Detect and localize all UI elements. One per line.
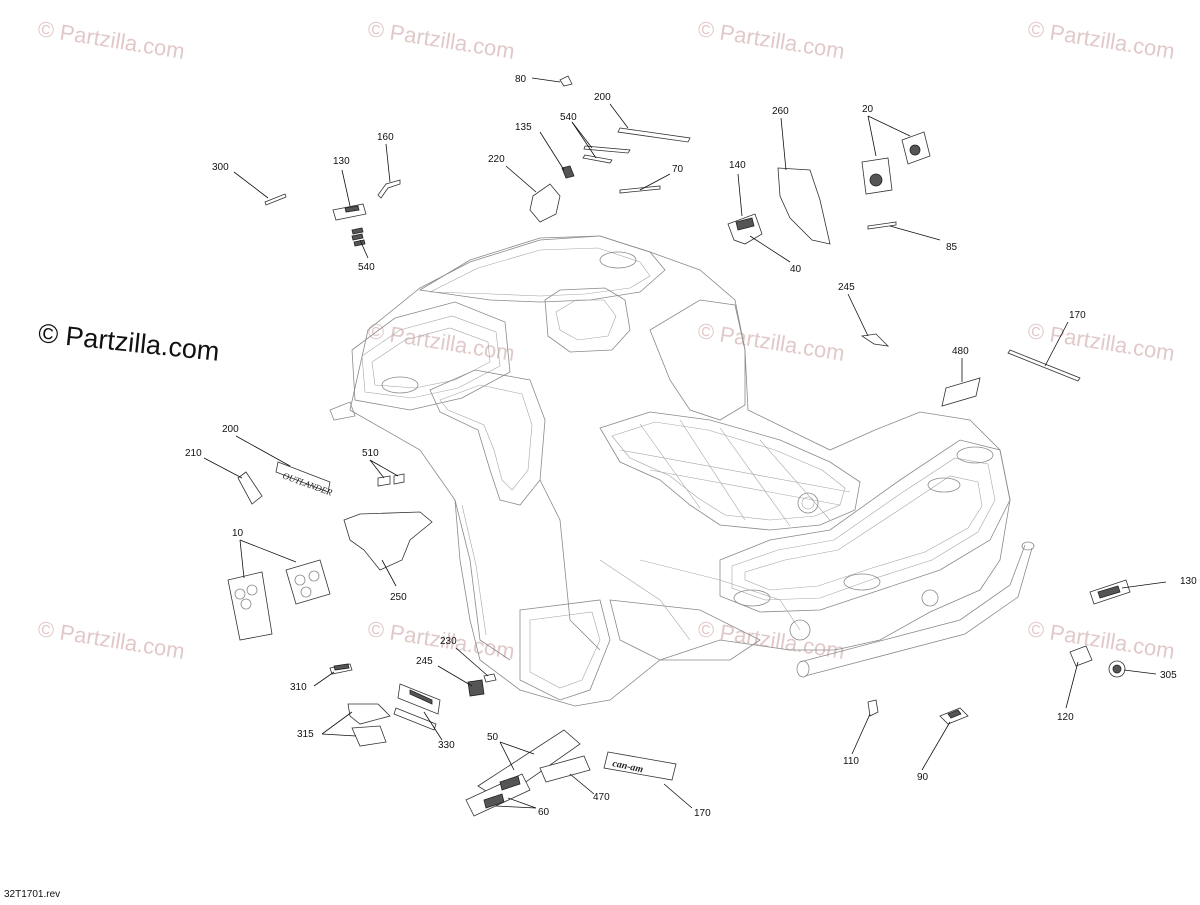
callout-245: 245 [838,282,855,293]
callout-480: 480 [952,346,969,357]
callout-200: 200 [222,424,239,435]
callout-170: 170 [694,808,711,819]
leader-lines [203,77,1167,809]
callout-170: 170 [1069,310,1086,321]
callout-330: 330 [438,740,455,751]
callout-540: 540 [560,112,577,123]
callout-200: 200 [594,92,611,103]
callout-130: 130 [333,156,350,167]
callout-250: 250 [390,592,407,603]
callout-130: 130 [1180,576,1197,587]
decal-parts: OUTLANDER [227,75,1131,817]
callout-50: 50 [487,732,499,743]
callout-230: 230 [440,636,457,647]
callout-20: 20 [862,104,874,115]
callout-310: 310 [290,682,307,693]
callout-labels: 80 200 540 135 220 70 260 20 300 130 160… [185,74,1197,819]
callout-470: 470 [593,792,610,803]
diagram-reference-code: 32T1701.rev [4,889,61,900]
callout-300: 300 [212,162,229,173]
atv-body-drawing [329,235,1035,707]
callout-90: 90 [917,772,929,783]
callout-40: 40 [790,264,802,275]
callout-305: 305 [1160,670,1177,681]
callout-10: 10 [232,528,244,539]
callout-220: 220 [488,154,505,165]
callout-70: 70 [672,164,684,175]
callout-160: 160 [377,132,394,143]
callout-80: 80 [515,74,527,85]
callout-540: 540 [358,262,375,273]
callout-245: 245 [416,656,433,667]
callout-260: 260 [772,106,789,117]
callout-60: 60 [538,807,550,818]
callout-135: 135 [515,122,532,133]
callout-510: 510 [362,448,379,459]
callout-210: 210 [185,448,202,459]
callout-140: 140 [729,160,746,171]
callout-110: 110 [843,756,859,767]
callout-85: 85 [946,242,958,253]
callout-315: 315 [297,729,314,740]
callout-120: 120 [1057,712,1074,723]
